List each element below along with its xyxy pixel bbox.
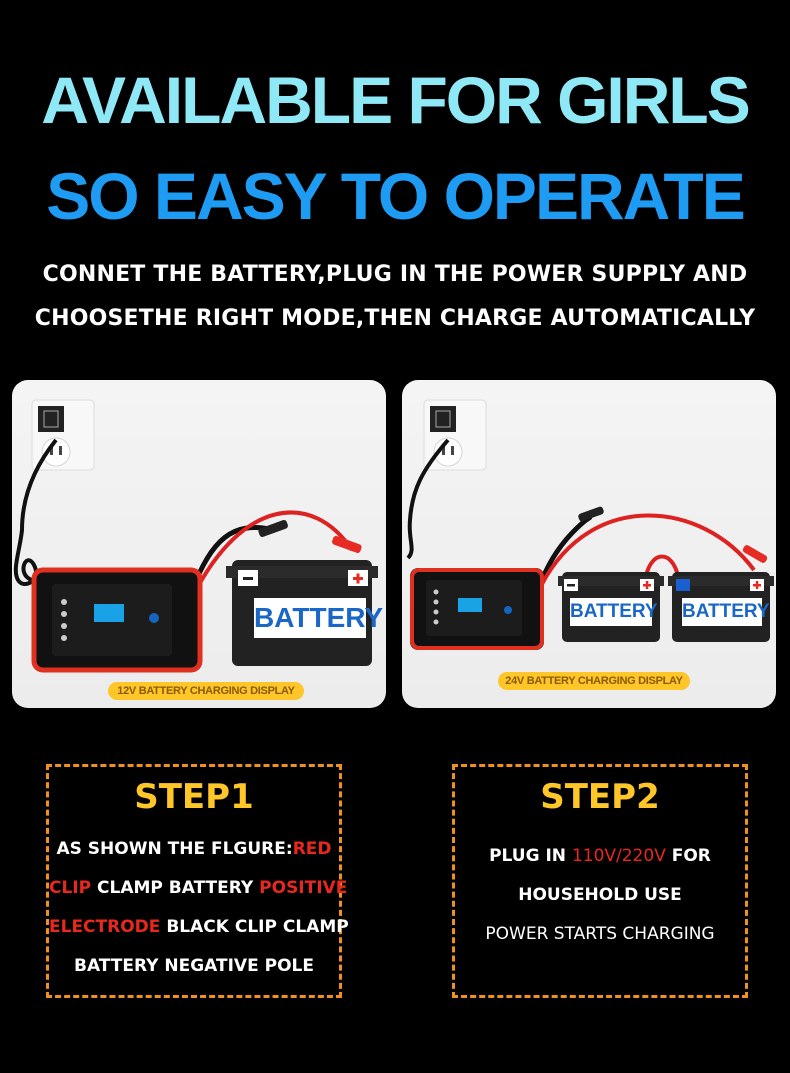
step1-title: STEP1 xyxy=(134,777,254,817)
caption-24v: 24V BATTERY CHARGING DISPLAY xyxy=(498,672,690,690)
step1-text-1b: RED xyxy=(292,839,332,859)
step2-text-1a: PLUG IN xyxy=(489,846,572,866)
step1-line-2: CLIP CLAMP BATTERY POSITIVE xyxy=(49,878,347,898)
step1-text-2b: CLAMP BATTERY xyxy=(91,878,260,898)
headline-available: AVAILABLE FOR GIRLS xyxy=(41,63,751,137)
step1-line-4: BATTERY NEGATIVE POLE xyxy=(74,956,314,976)
subtitle-line-1: CONNET THE BATTERY,PLUG IN THE POWER SUP… xyxy=(42,262,748,287)
headline-easy-operate: SO EASY TO OPERATE xyxy=(46,159,746,233)
step2-text-1c: FOR xyxy=(665,846,711,866)
caption-12v: 12V BATTERY CHARGING DISPLAY xyxy=(108,682,304,700)
panel-24v-illustration: BATTERY BATTERY 24V BATTERY CHARGING DIS… xyxy=(402,380,776,708)
step1-line-1: AS SHOWN THE FLGURE:RED xyxy=(49,839,339,859)
panel-12v-illustration: BATTERY 12V BATTERY CHARGING DISPLAY xyxy=(12,380,386,708)
step1-text-3a: ELECTRODE xyxy=(49,917,161,937)
charger-12v-illustration xyxy=(13,399,378,673)
step1-line-3: ELECTRODE BLACK CLIP CLAMP xyxy=(49,917,349,937)
step1-box: STEP1 AS SHOWN THE FLGURE:RED CLIP CLAMP… xyxy=(46,764,349,998)
battery-label-12v: BATTERY xyxy=(254,598,383,638)
step2-box: STEP2 PLUG IN 110V/220V FOR HOUSEHOLD US… xyxy=(452,764,748,998)
battery-label-24v-1: BATTERY xyxy=(570,598,658,626)
step2-line-3: POWER STARTS CHARGING xyxy=(485,924,715,944)
step1-text-2a: CLIP xyxy=(49,878,92,898)
step1-text-1a: AS SHOWN THE FLGURE: xyxy=(56,839,293,859)
step2-title: STEP2 xyxy=(540,777,660,817)
step2-text-1b: 110V/220V xyxy=(571,846,666,866)
step2-line-1: PLUG IN 110V/220V FOR xyxy=(455,846,745,866)
subtitle-line-2: CHOOSETHE RIGHT MODE,THEN CHARGE AUTOMAT… xyxy=(34,306,756,331)
step1-text-2c: POSITIVE xyxy=(259,878,348,898)
step1-text-3b: BLACK CLIP CLAMP xyxy=(160,917,349,937)
charger-24v-illustration xyxy=(406,399,774,650)
step2-line-2: HOUSEHOLD USE xyxy=(518,885,682,905)
battery-label-24v-2: BATTERY xyxy=(682,598,770,626)
